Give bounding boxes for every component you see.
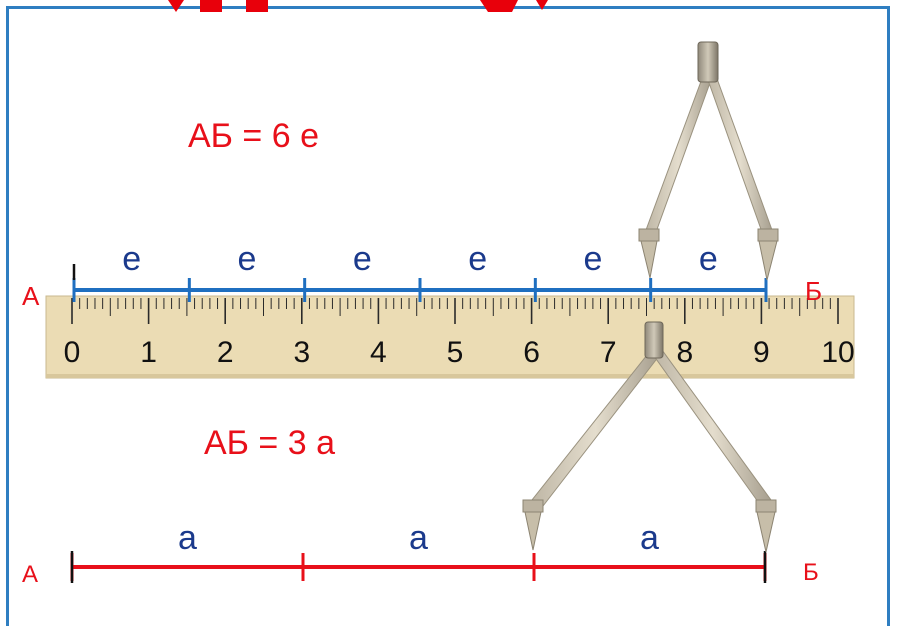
ruler-shadow [46, 374, 854, 378]
compass-top-right-tip [758, 240, 778, 281]
segment-unit-label: е [584, 240, 603, 278]
compass-bottom-head [644, 321, 664, 359]
ruler-number: 4 [370, 336, 387, 369]
segment-unit-label: а [640, 519, 659, 557]
compass-top-left-leg [645, 75, 712, 233]
ruler-number: 1 [140, 336, 157, 369]
ruler-number: 7 [600, 336, 617, 369]
ruler-number: 2 [217, 336, 234, 369]
slide-frame [6, 6, 890, 626]
ruler-number: 10 [821, 336, 854, 369]
bottom-segment: А Б а а а [22, 519, 819, 588]
segment-unit-label: а [409, 519, 428, 557]
ruler-number: 8 [676, 336, 693, 369]
bottom-segment-start-label: А [22, 561, 38, 588]
compass-top [638, 41, 779, 281]
compass-bottom [522, 321, 777, 553]
segment-unit-label: е [122, 240, 141, 278]
segment-unit-label: е [699, 240, 718, 278]
ruler-numbers: 0 1 2 3 4 5 6 7 8 9 10 [64, 336, 855, 369]
ruler-number: 0 [64, 336, 81, 369]
compass-top-left-clamp [638, 228, 660, 242]
compass-top-head [697, 41, 719, 83]
ruler-ticks [71, 298, 839, 324]
compass-bottom-right-tip [756, 511, 776, 553]
equation-bottom: АБ = 3 а [204, 424, 335, 462]
top-segment-start-label: А [22, 281, 40, 311]
compass-top-left-tip [640, 240, 658, 279]
compass-bottom-right-clamp [755, 499, 777, 513]
segment-unit-label: а [178, 519, 197, 557]
ruler-number: 6 [523, 336, 540, 369]
top-segment: А Б е е е е е е [22, 240, 822, 311]
compass-top-right-clamp [757, 228, 779, 242]
compass-bottom-left-clamp [522, 499, 544, 513]
segment-unit-label: е [238, 240, 257, 278]
clipped-title [168, 0, 548, 12]
top-segment-end-label: Б [805, 276, 822, 306]
segment-unit-label: е [468, 240, 487, 278]
equation-top: АБ = 6 е [188, 117, 319, 155]
ruler-number: 9 [753, 336, 770, 369]
ruler: 0 1 2 3 4 5 6 7 8 9 10 [45, 295, 855, 379]
bottom-segment-end-label: Б [803, 559, 819, 586]
segment-unit-label: е [353, 240, 372, 278]
compass-bottom-left-tip [524, 511, 542, 551]
ruler-number: 3 [293, 336, 310, 369]
compass-top-right-leg [707, 75, 773, 233]
ruler-number: 5 [447, 336, 464, 369]
